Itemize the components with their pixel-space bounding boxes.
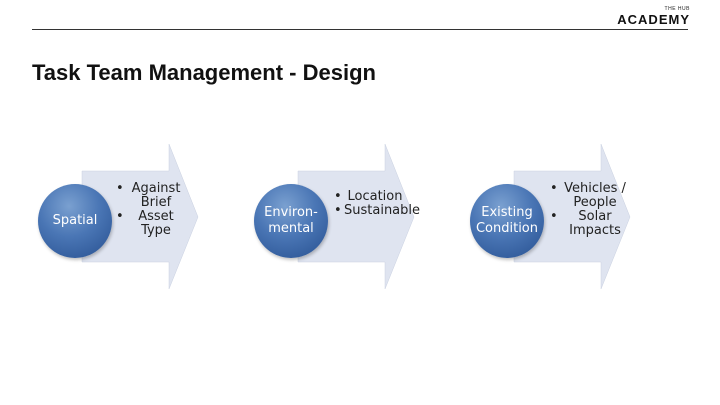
category-circle: Environ-mental — [254, 184, 328, 258]
bullet-list: Vehicles / People Solar Impacts — [550, 182, 630, 238]
page-title: Task Team Management - Design — [32, 60, 376, 85]
group-existing-condition: Existing Condition Vehicles / People Sol… — [470, 143, 670, 290]
category-circle: Existing Condition — [470, 184, 544, 258]
bullet-item: Sustainable — [334, 204, 420, 219]
logo: THE HUB ACADEMY — [617, 6, 690, 26]
category-circle: Spatial — [38, 184, 112, 258]
group-environmental: Environ-mental Location Sustainable — [254, 143, 454, 290]
bullet-item: Asset Type — [116, 210, 186, 238]
bullet-item: Solar Impacts — [550, 210, 630, 238]
group-spatial: Spatial Against Brief Asset Type — [38, 143, 238, 290]
bullet-item: Against Brief — [116, 182, 186, 210]
bullet-list: Against Brief Asset Type — [116, 182, 186, 238]
logo-subtext: THE HUB — [664, 6, 690, 12]
bullet-list: Location Sustainable — [334, 190, 420, 219]
logo-wordmark: ACADEMY — [617, 12, 690, 27]
header-divider — [32, 29, 688, 30]
bullet-item: Vehicles / People — [550, 182, 630, 210]
bullet-item: Location — [334, 190, 406, 205]
